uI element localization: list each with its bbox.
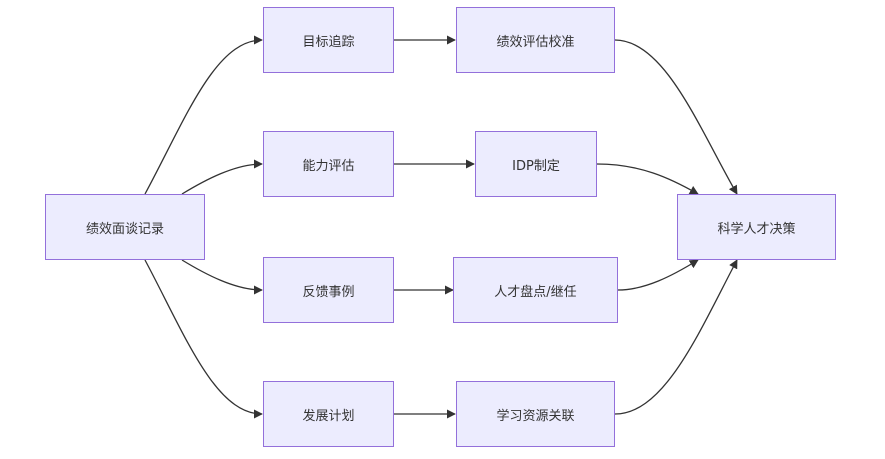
edge-source-dev-plan [144, 259, 263, 419]
node-feedback-cases: 反馈事例 [263, 257, 394, 323]
edge-source-feedback-cases [181, 259, 263, 295]
node-decision-label: 科学人才决策 [717, 221, 796, 237]
node-talent-review-label: 人才盘点/继任 [494, 284, 577, 300]
edge-talent-review-to-decision [617, 259, 699, 291]
edge-source-goal-tracking [144, 35, 263, 195]
node-dev-plan: 发展计划 [263, 381, 394, 447]
node-decision: 科学人才决策 [677, 194, 836, 260]
node-learning-link-label: 学习资源关联 [496, 408, 575, 424]
node-ability-eval-label: 能力评估 [302, 158, 355, 174]
node-perf-calibration-label: 绩效评估校准 [496, 34, 575, 50]
node-talent-review: 人才盘点/继任 [453, 257, 618, 323]
node-source: 绩效面谈记录 [45, 194, 205, 260]
node-goal-tracking: 目标追踪 [263, 7, 394, 73]
edge-learning-to-decision [614, 259, 738, 415]
node-perf-calibration: 绩效评估校准 [456, 7, 615, 73]
node-ability-eval: 能力评估 [263, 131, 394, 197]
node-learning-link: 学习资源关联 [456, 381, 615, 447]
node-dev-plan-label: 发展计划 [302, 408, 355, 424]
node-goal-tracking-label: 目标追踪 [302, 34, 355, 50]
node-feedback-cases-label: 反馈事例 [302, 284, 355, 300]
edge-idp-to-decision [596, 163, 699, 195]
node-source-label: 绩效面谈记录 [85, 221, 164, 237]
node-idp: IDP制定 [475, 131, 597, 197]
edge-calibration-to-decision [614, 39, 738, 195]
node-idp-label: IDP制定 [512, 158, 560, 174]
edge-source-ability-eval [181, 159, 263, 195]
